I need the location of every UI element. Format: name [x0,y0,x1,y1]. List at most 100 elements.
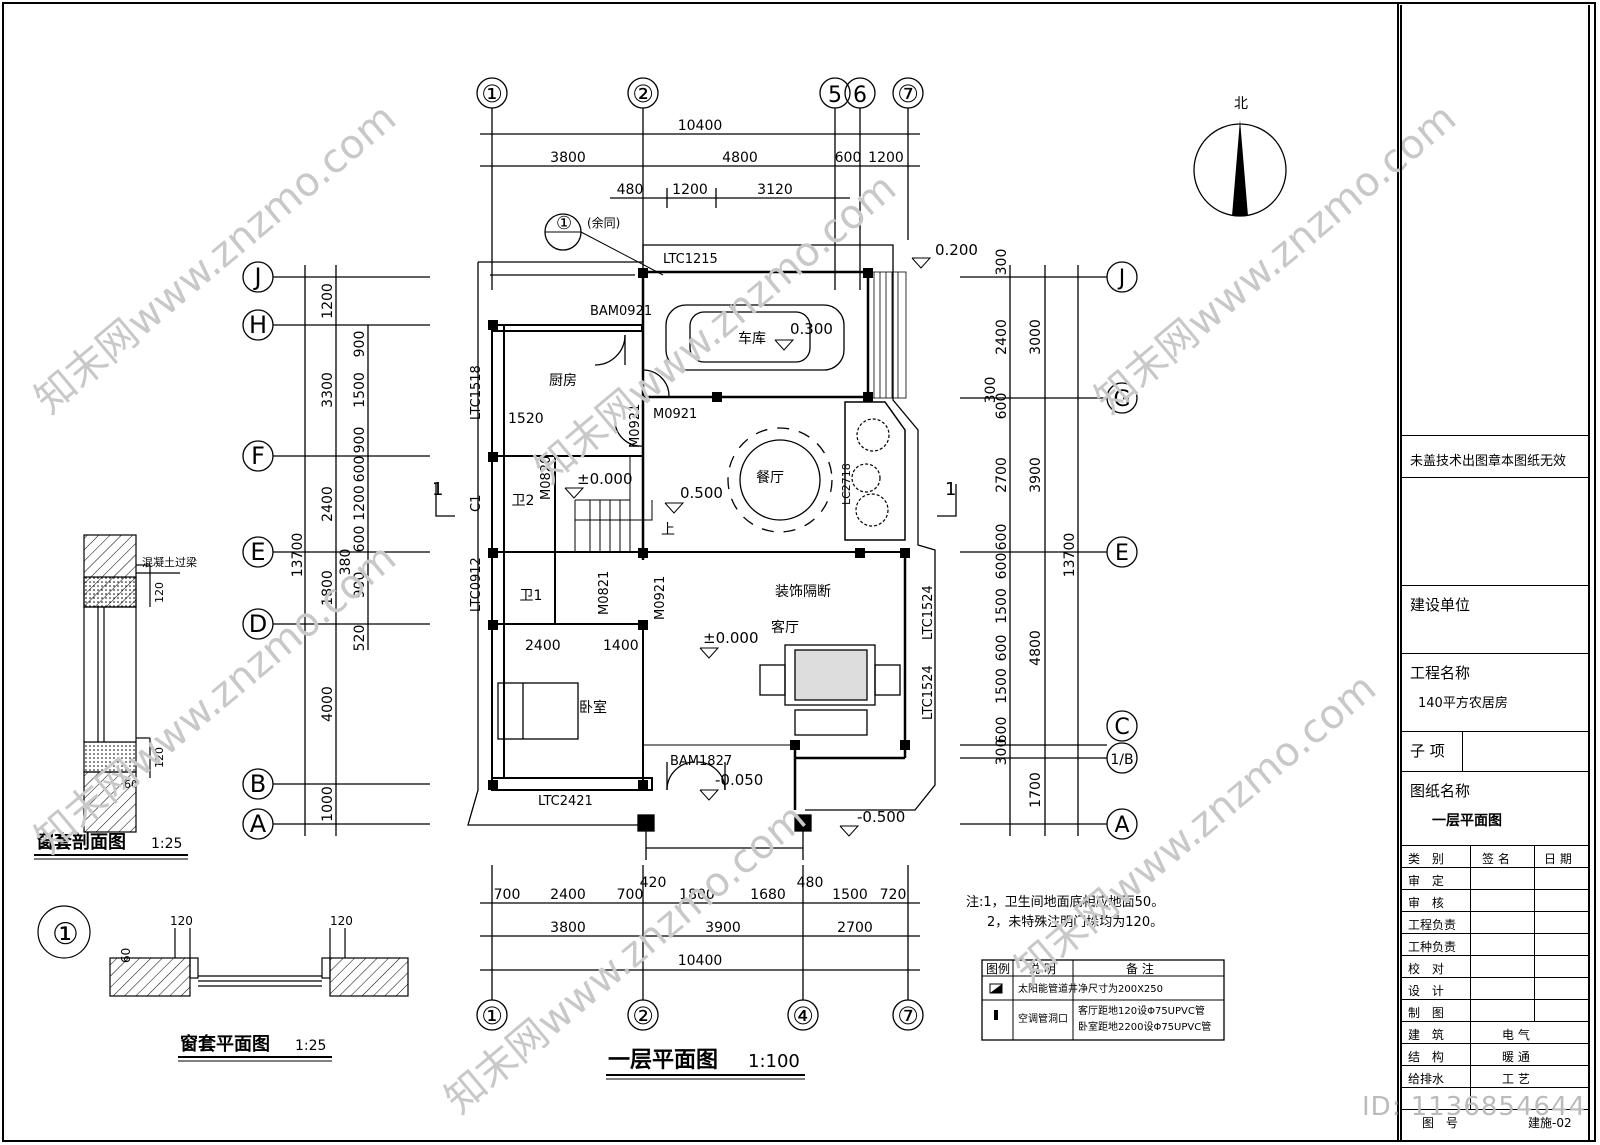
svg-text:3300: 3300 [320,372,336,408]
drawing-name-label: 图纸名称 [1410,782,1471,800]
axis-right-e: E [1115,541,1129,566]
window-plan-detail [37,905,409,997]
level-porch: -0.050 [715,771,763,789]
dim-top-4800: 4800 [722,150,758,166]
dim-left-total: 13700 [290,533,306,578]
main-scale: 1:100 [748,1051,800,1072]
svg-text:480: 480 [797,875,824,891]
svg-text:600: 600 [994,635,1010,662]
trade-row: 建 筑电 气 [1402,1021,1588,1044]
op-bam0921: BAM0921 [590,304,652,319]
op-lc2718: LC2718 [840,463,853,505]
svg-text:2400: 2400 [320,486,336,522]
op-ltc1215: LTC1215 [663,252,718,267]
plan-title: 窗套平面图 [180,1033,270,1055]
svg-text:空调管洞口: 空调管洞口 [1018,1012,1068,1025]
dim-top-1200b: 1200 [672,182,708,198]
svg-text:120: 120 [330,914,353,928]
axis-right-a: A [1114,813,1129,838]
section-cut-labels: 1 1 [432,479,956,500]
op-m0921b: M0921 [628,404,643,448]
note-2: 2，未特殊注明门垛均为120。 [987,915,1163,930]
drawing-name: 一层平面图 [1432,813,1502,829]
svg-text:120: 120 [170,914,193,928]
svg-text:600: 600 [352,526,368,553]
id-tag: ID: 1136854644 [1362,1092,1587,1122]
axis-right [960,261,1138,840]
dims-left: 13700 1200 3300 2400 1800 4000 1000 900 … [290,283,368,822]
drawing-number-row: 图 号 建施-02 [1402,1109,1588,1136]
op-m0921c: M0921 [653,576,668,620]
section-detail-labels: 混凝土过梁 120 120 60 [124,555,197,791]
dim-top-480: 480 [617,182,644,198]
svg-text:2700: 2700 [994,457,1010,493]
svg-text:客厅距地120设Φ75UPVC管: 客厅距地120设Φ75UPVC管 [1078,1004,1205,1017]
svg-text:600: 600 [352,456,368,483]
sign-row: 设 计 [1402,977,1588,1000]
op-c1: C1 [469,495,484,512]
axis-left [242,261,430,840]
axis-top-6: 6 [853,83,867,108]
svg-text:3800: 3800 [550,920,586,936]
svg-text:700: 700 [494,887,521,903]
svg-text:1680: 1680 [750,887,786,903]
room-kitchen: 厨房 [549,373,577,389]
plan-detail-labels: ① 120 120 60 [52,914,353,963]
svg-text:1700: 1700 [1028,772,1044,808]
svg-text:600: 600 [994,553,1010,580]
plan-detail-number: ① [52,917,79,952]
sign-row: 审 定 [1402,867,1588,890]
sign-row: 工程负责 [1402,911,1588,934]
legend-table: 图例 说 明 备 注 太阳能管道井 净尺寸为200X250 空调管洞口 客厅距地… [981,959,1225,1041]
north-arrow: 北 [1193,96,1287,217]
axis-right-c: C [1114,715,1129,740]
dim-right-total: 13700 [1062,533,1078,578]
level-garage: 0.300 [790,320,833,338]
svg-text:1200: 1200 [320,283,336,319]
svg-text:1200: 1200 [352,485,368,521]
svg-text:600: 600 [994,393,1010,420]
level-living: ±0.000 [703,629,759,647]
axis-bottom-labels: ① ② ④ ⑦ [481,1002,919,1030]
svg-text:3900: 3900 [705,920,741,936]
svg-text:2400: 2400 [550,887,586,903]
dim-top-600: 600 [835,150,862,166]
axis-bottom-1: ① [481,1002,503,1030]
axis-bottom-7: ⑦ [897,1002,919,1030]
dim-top-total: 10400 [678,118,723,134]
svg-text:60: 60 [119,948,133,963]
sign-header: 类 别 签 名 日 期 [1402,845,1588,868]
svg-text:3000: 3000 [1028,319,1044,355]
dim-1400: 1400 [603,638,639,654]
svg-text:420: 420 [640,875,667,891]
axis-top-2: ② [632,80,654,108]
svg-text:说 明: 说 明 [1028,961,1056,976]
client-label: 建设单位 [1410,596,1471,614]
axis-left-d: D [249,610,267,638]
axis-left-b: B [250,770,266,798]
op-ltc2421: LTC2421 [538,794,593,809]
columns [488,268,910,790]
drawing-titles: 一层平面图 1:100 窗套剖面图 1:25 窗套平面图 1:25 [34,831,805,1080]
svg-text:300: 300 [983,377,999,404]
opening-labels: LTC1215 BAM0921 LTC1518 M0921 M0921 M082… [469,252,936,809]
svg-text:1500: 1500 [994,588,1010,624]
svg-text:4800: 4800 [1028,630,1044,666]
axis-right-labels: J G E C 1/B A [1110,266,1133,838]
svg-text:900: 900 [352,572,368,599]
subitem-row: 子 项 [1402,731,1588,772]
svg-text:2400: 2400 [994,319,1010,355]
level-dining: 0.500 [680,484,723,502]
drawing-number-label: 图 号 [1422,1116,1462,1130]
drawing-name-row: 图纸名称 一层平面图 [1402,771,1588,829]
axis-right-j: J [1117,266,1126,291]
dim-1520: 1520 [508,411,544,427]
room-living: 客厅 [771,619,799,636]
op-m0821: M0821 [597,571,612,615]
svg-text:600: 600 [994,524,1010,551]
op-ltc1524a: LTC1524 [921,585,936,640]
axis-bottom-2: ② [632,1002,654,1030]
room-labels: 车库 厨房 餐厅 客厅 卧室 卫2 卫1 装饰隔断 上 [512,330,831,716]
svg-text:300: 300 [994,249,1010,276]
